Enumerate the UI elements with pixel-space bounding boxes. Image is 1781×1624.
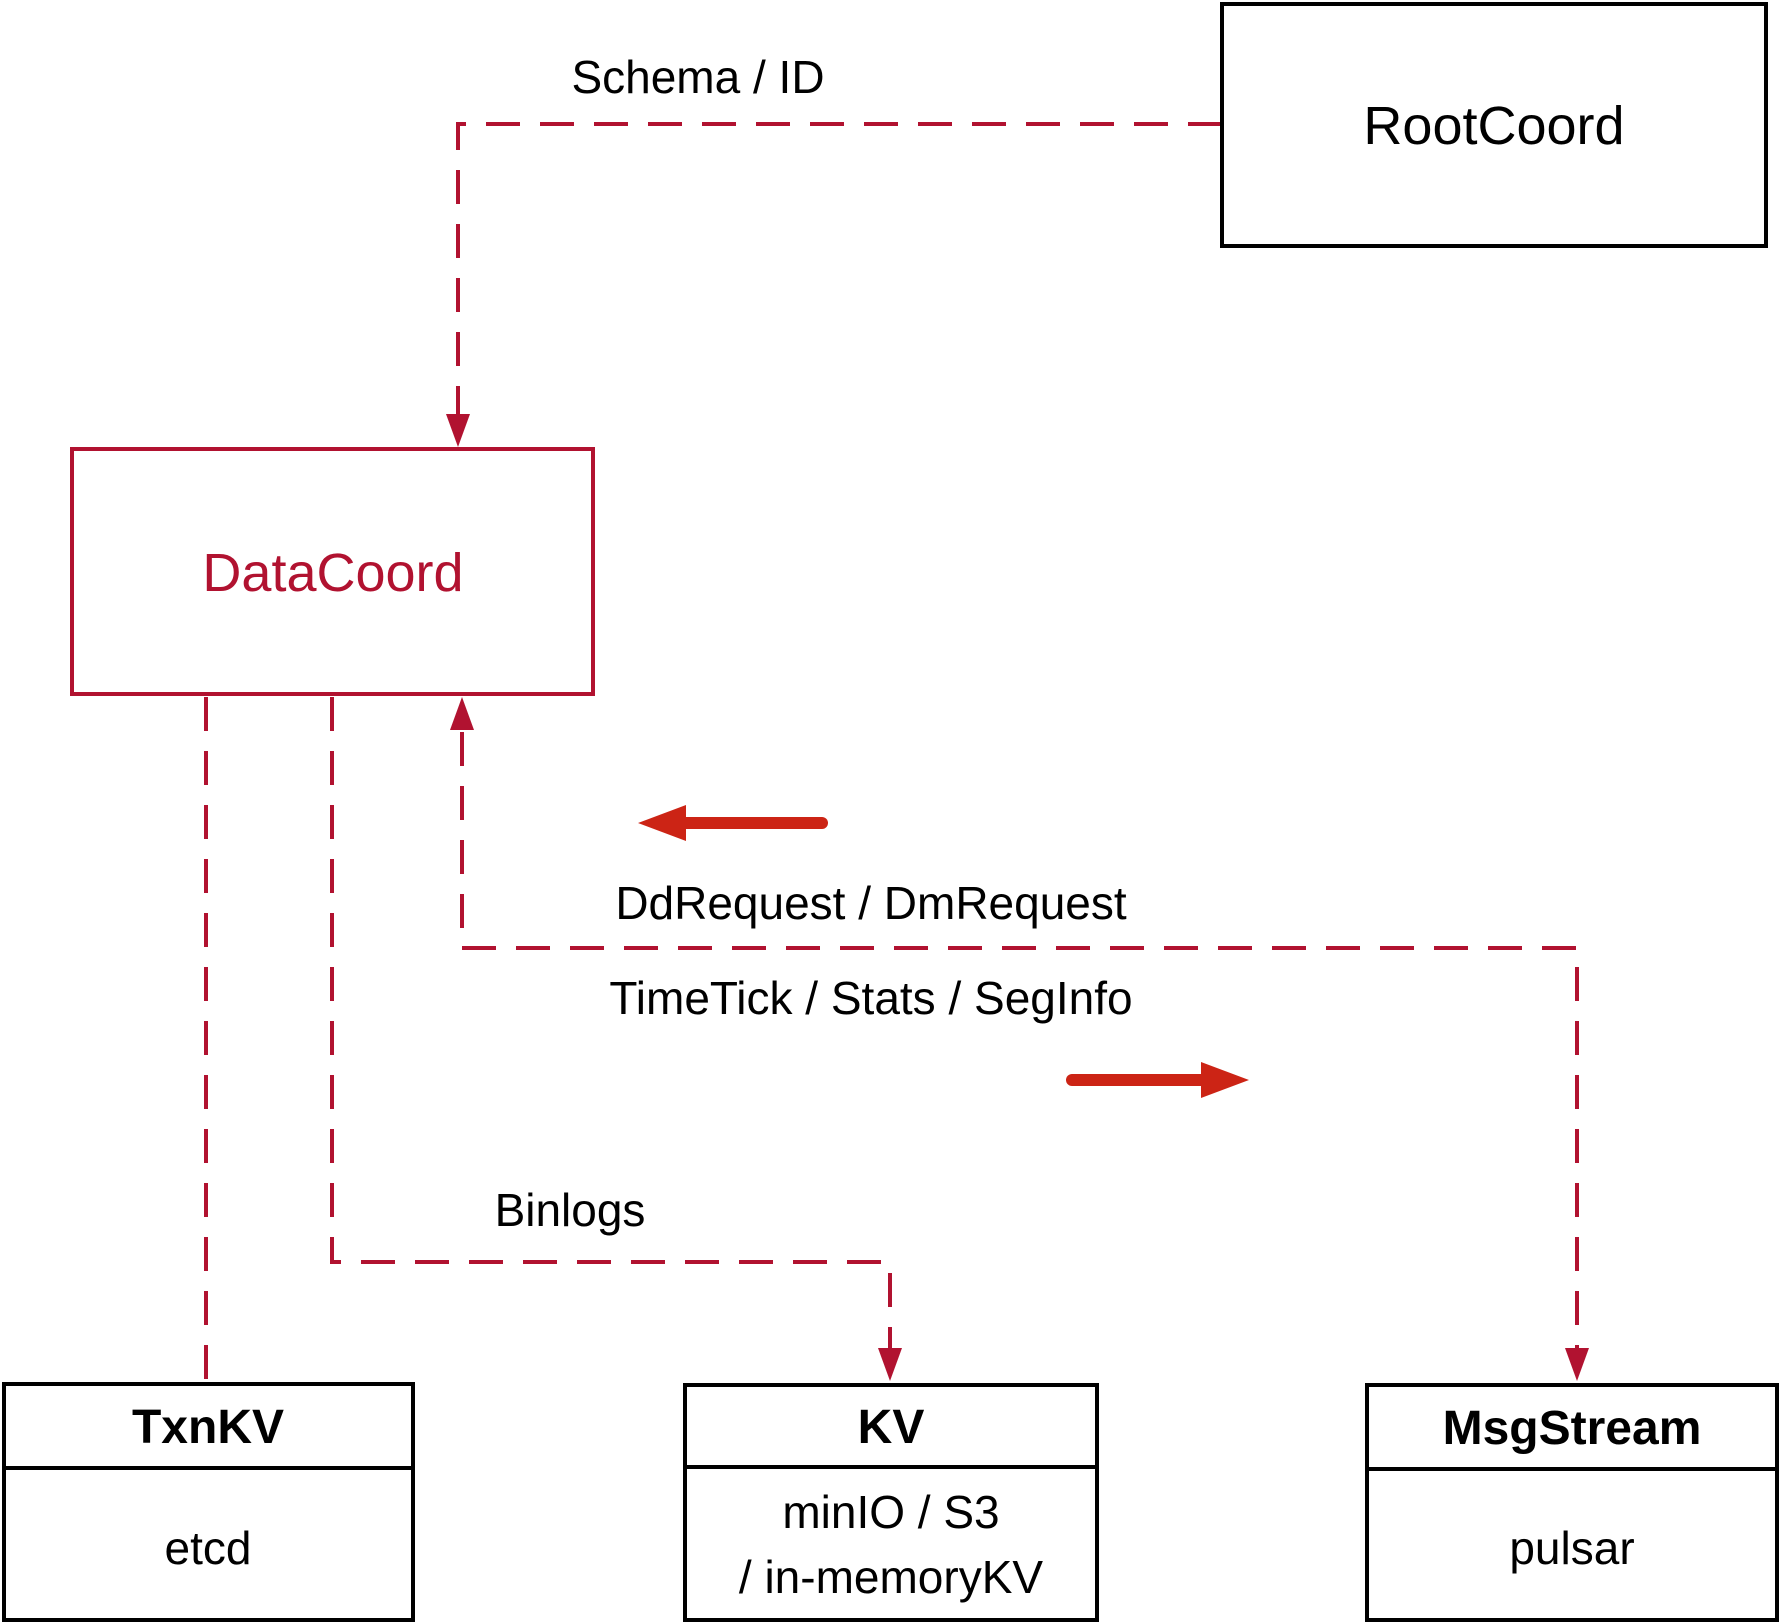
right-arrow-icon <box>1201 1062 1249 1098</box>
node-kv: KV minIO / S3 / in-memoryKV <box>683 1383 1099 1622</box>
edge-datacoord-msgstream <box>450 697 1589 1381</box>
node-datacoord-box <box>70 447 595 696</box>
edge-label-schema-id: Schema / ID <box>571 51 824 103</box>
node-txnkv-title: TxnKV <box>132 1401 284 1454</box>
arrowhead-down-icon <box>878 1348 902 1381</box>
node-msgstream-title: MsgStream <box>1443 1402 1702 1455</box>
node-rootcoord: RootCoord <box>1220 2 1768 248</box>
edge-datacoord-msgstream-path <box>460 732 1579 1348</box>
node-txnkv-impl: etcd <box>165 1522 252 1574</box>
left-arrow-icon <box>638 805 686 841</box>
edge-binlogs <box>330 697 902 1381</box>
edge-schema-id-path <box>456 122 1222 416</box>
node-rootcoord-box <box>1220 2 1768 248</box>
edge-binlogs-path <box>330 697 892 1348</box>
arrowhead-down-icon <box>1565 1348 1589 1381</box>
direction-arrow-right <box>1066 1062 1249 1098</box>
node-rootcoord-label: RootCoord <box>1363 96 1624 156</box>
edge-schema-id <box>446 122 1222 447</box>
node-txnkv: TxnKV etcd <box>2 1382 415 1622</box>
node-kv-impl-line1: minIO / S3 <box>782 1486 999 1538</box>
edge-label-binlogs: Binlogs <box>495 1184 646 1236</box>
node-kv-impl-line2: / in-memoryKV <box>739 1551 1043 1603</box>
node-txnkv-box <box>2 1382 415 1622</box>
edge-label-ddrequest-dmrequest: DdRequest / DmRequest <box>615 877 1127 929</box>
node-datacoord: DataCoord <box>70 447 595 696</box>
node-msgstream: MsgStream pulsar <box>1365 1383 1779 1622</box>
node-datacoord-label: DataCoord <box>202 543 463 603</box>
direction-arrow-left <box>638 805 828 841</box>
node-kv-box <box>683 1383 1099 1622</box>
node-kv-title: KV <box>858 1401 925 1454</box>
node-msgstream-impl: pulsar <box>1509 1522 1634 1574</box>
arrowhead-up-icon <box>450 697 474 730</box>
edge-label-timetick-stats-seginfo: TimeTick / Stats / SegInfo <box>609 972 1132 1024</box>
arrowhead-down-icon <box>446 414 470 447</box>
node-msgstream-box <box>1365 1383 1779 1622</box>
